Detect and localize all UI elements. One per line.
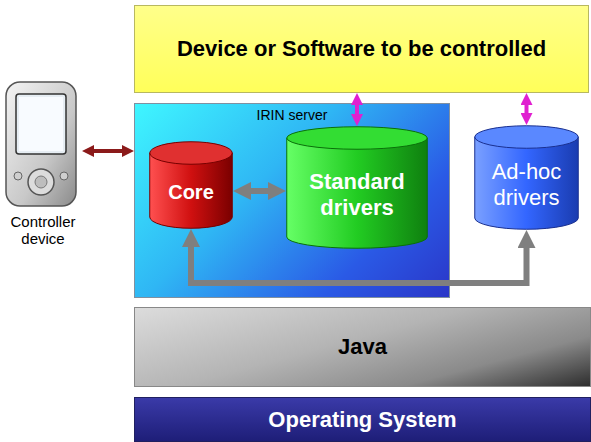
cylinder-top	[475, 126, 579, 149]
cylinder-body	[475, 137, 579, 229]
server-box: IRIN serverCore Standard drivers	[134, 103, 450, 298]
runtime-band: Java	[134, 307, 591, 387]
box-label: Java	[334, 334, 391, 359]
cylinder-top	[150, 142, 233, 165]
box-label: Device or Software to be controlled	[173, 36, 550, 61]
pda-icon	[2, 80, 82, 210]
os-band: Operating System	[134, 397, 591, 442]
link-arrow	[94, 149, 122, 153]
driver-cylinder: Standard drivers	[286, 126, 428, 249]
core-cylinder: Core	[149, 141, 233, 229]
cylinder-label: Core	[164, 181, 218, 204]
cylinder-top	[287, 127, 428, 150]
control-arrow	[525, 105, 529, 113]
box-label: IRIN server	[253, 107, 332, 123]
box-label: Operating System	[264, 407, 460, 432]
device-band: Device or Software to be controlled	[134, 5, 589, 93]
driver-cylinder: Ad-hoc drivers	[474, 125, 579, 230]
box-label: Controller device	[6, 213, 80, 248]
controller-device: Controller device	[0, 78, 86, 250]
cylinder-label: Standard drivers	[286, 169, 428, 220]
cylinder-label: Ad-hoc drivers	[474, 159, 579, 210]
cylinder-body	[287, 138, 428, 248]
